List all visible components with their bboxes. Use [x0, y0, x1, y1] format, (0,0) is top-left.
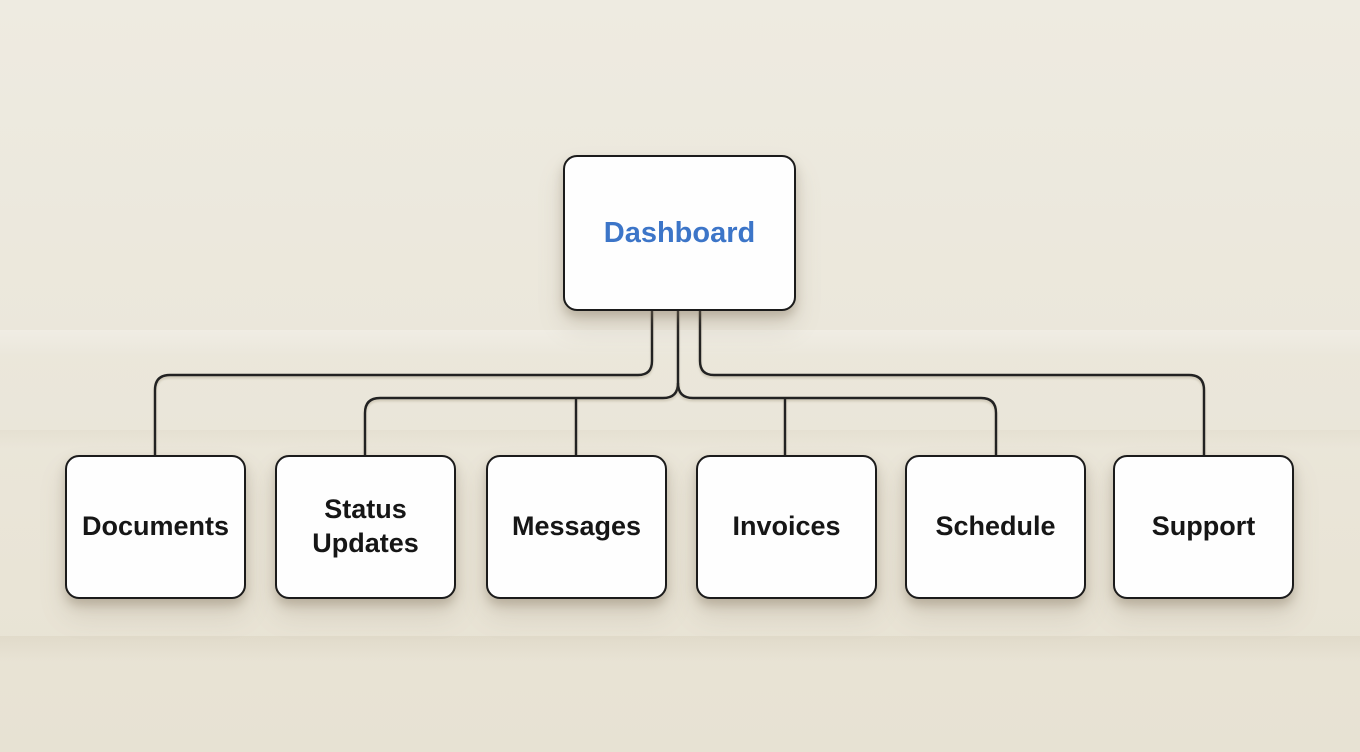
node-status-updates-label: Status Updates: [312, 494, 419, 558]
node-support-label: Support: [1151, 511, 1256, 542]
node-schedule[interactable]: Schedule: [905, 455, 1086, 599]
connector-dashboard-support: [698, 310, 1206, 455]
node-invoices[interactable]: Invoices: [696, 455, 877, 599]
node-support[interactable]: Support: [1113, 455, 1294, 599]
node-dashboard-label: Dashboard: [603, 216, 756, 249]
connector-dashboard-schedule: [676, 382, 998, 455]
node-dashboard[interactable]: Dashboard: [563, 155, 796, 311]
connector-dashboard-status-updates: [363, 310, 680, 455]
node-status-updates[interactable]: Status Updates: [275, 455, 456, 599]
node-documents-label: Documents: [81, 511, 230, 542]
connector-dashboard-documents: [153, 310, 654, 455]
node-schedule-label: Schedule: [935, 511, 1056, 542]
node-invoices-label: Invoices: [732, 511, 841, 542]
node-messages-label: Messages: [511, 511, 642, 542]
node-messages[interactable]: Messages: [486, 455, 667, 599]
node-documents[interactable]: Documents: [65, 455, 246, 599]
